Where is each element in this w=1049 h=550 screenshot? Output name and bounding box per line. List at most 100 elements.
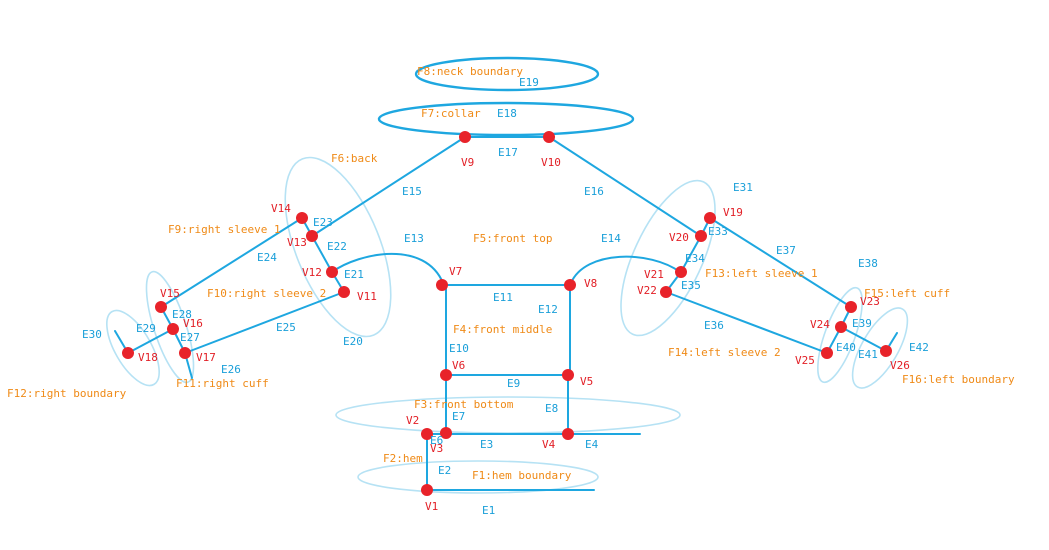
edge-label-e8: E8 [545, 402, 558, 415]
edge-label-e13: E13 [404, 232, 424, 245]
vertex-label-v15: V15 [160, 287, 180, 300]
face-label-f5: F5:front top [473, 232, 552, 245]
edge-label-e6: E6 [430, 434, 443, 447]
vertex-label-v10: V10 [541, 156, 561, 169]
edge-label-e39: E39 [852, 317, 872, 330]
vertex-v23 [845, 301, 857, 313]
edge-label-e20: E20 [343, 335, 363, 348]
edge-label-e27: E27 [180, 331, 200, 344]
vertex-label-v26: V26 [890, 359, 910, 372]
vertices [122, 131, 892, 496]
face-label-f16: F16:left boundary [902, 373, 1015, 386]
vertex-v4 [562, 428, 574, 440]
vertex-v10 [543, 131, 555, 143]
vertex-v1 [421, 484, 433, 496]
vertex-label-v11: V11 [357, 290, 377, 303]
edge-label-e35: E35 [681, 279, 701, 292]
vertex-v9 [459, 131, 471, 143]
collar-loop [377, 101, 635, 137]
vertex-v2 [421, 428, 433, 440]
face-label-f1: F1:hem boundary [472, 469, 572, 482]
vertex-label-v6: V6 [452, 359, 465, 372]
left-sleeve-loop [620, 179, 716, 337]
vertex-label-v21: V21 [644, 268, 664, 281]
edge-label-e22: E22 [327, 240, 347, 253]
face-label-f14: F14:left sleeve 2 [668, 346, 781, 359]
edge-e41 [840, 326, 887, 352]
edge-label-e19: E19 [519, 76, 539, 89]
face-label-f10: F10:right sleeve 2 [207, 287, 326, 300]
edge-label-e15: E15 [402, 185, 422, 198]
edge-label-e41: E41 [858, 348, 878, 361]
vertex-v6 [440, 369, 452, 381]
vertex-v12 [326, 266, 338, 278]
edge-label-e21: E21 [344, 268, 364, 281]
vertex-label-v22: V22 [637, 284, 657, 297]
vertex-v14 [296, 212, 308, 224]
vertex-label-v18: V18 [138, 351, 158, 364]
boundary-loops-light [106, 156, 909, 494]
edge-e13 [331, 252, 444, 284]
vertex-label-v20: V20 [669, 231, 689, 244]
edge-label-e37: E37 [776, 244, 796, 257]
face-label-f11: F11:right cuff [176, 377, 269, 390]
edge-label-e16: E16 [584, 185, 604, 198]
vertex-v13 [306, 230, 318, 242]
face-label-f8: F8:neck boundary [417, 65, 523, 78]
edge-label-e33: E33 [708, 225, 728, 238]
neck-boundary-loop [414, 56, 600, 92]
face-label-f6: F6:back [331, 152, 378, 165]
edge-label-e9: E9 [507, 377, 520, 390]
vertex-v16 [167, 323, 179, 335]
edge-label-e25: E25 [276, 321, 296, 334]
face-label-f15: F15:left cuff [864, 287, 950, 300]
back-loop [284, 156, 392, 338]
edge-e37 [709, 217, 852, 308]
vertex-v18 [122, 347, 134, 359]
face-label-f7: F7:collar [421, 107, 481, 120]
vertex-v15 [155, 301, 167, 313]
edge-label-e40: E40 [836, 341, 856, 354]
left-cuff-loop [817, 286, 863, 384]
hem-boundary-loop [357, 460, 599, 494]
vertex-label-v13: V13 [287, 236, 307, 249]
face-labels: F1:hem boundary F2:hem F3:front bottom F4:f… [7, 65, 1015, 482]
face-label-f4: F4:front middle [453, 323, 552, 336]
vertex-v25 [821, 347, 833, 359]
edge-label-e28: E28 [172, 308, 192, 321]
edge-e29 [127, 328, 174, 354]
vertex-v5 [562, 369, 574, 381]
edge-e16 [548, 136, 702, 237]
vertex-label-v7: V7 [449, 265, 462, 278]
vertex-label-v17: V17 [196, 351, 216, 364]
edge-e34 [680, 235, 702, 273]
edge-label-e23: E23 [313, 216, 333, 229]
vertex-label-v23: V23 [860, 295, 880, 308]
edge-label-e14: E14 [601, 232, 621, 245]
vertex-v8 [564, 279, 576, 291]
edge-label-e34: E34 [685, 252, 705, 265]
boundary-loops-dark [377, 56, 635, 137]
edge-label-e2: E2 [438, 464, 451, 477]
right-cuff-loop [145, 270, 195, 384]
edge-label-e38: E38 [858, 257, 878, 270]
face-label-f3: F3:front bottom [414, 398, 514, 411]
vertex-v7 [436, 279, 448, 291]
edge-label-e7: E7 [452, 410, 465, 423]
vertex-v24 [835, 321, 847, 333]
face-label-f2: F2:hem [383, 452, 423, 465]
vertex-label-v5: V5 [580, 375, 593, 388]
edge-label-e24: E24 [257, 251, 277, 264]
edge-e36 [665, 291, 828, 354]
vertex-v11 [338, 286, 350, 298]
edge-label-e10: E10 [449, 342, 469, 355]
vertex-label-v4: V4 [542, 438, 556, 451]
edge-label-e11: E11 [493, 291, 513, 304]
face-label-f12: F12:right boundary [7, 387, 127, 400]
vertex-label-v14: V14 [271, 202, 291, 215]
vertex-v20 [695, 230, 707, 242]
vertex-label-v24: V24 [810, 318, 830, 331]
